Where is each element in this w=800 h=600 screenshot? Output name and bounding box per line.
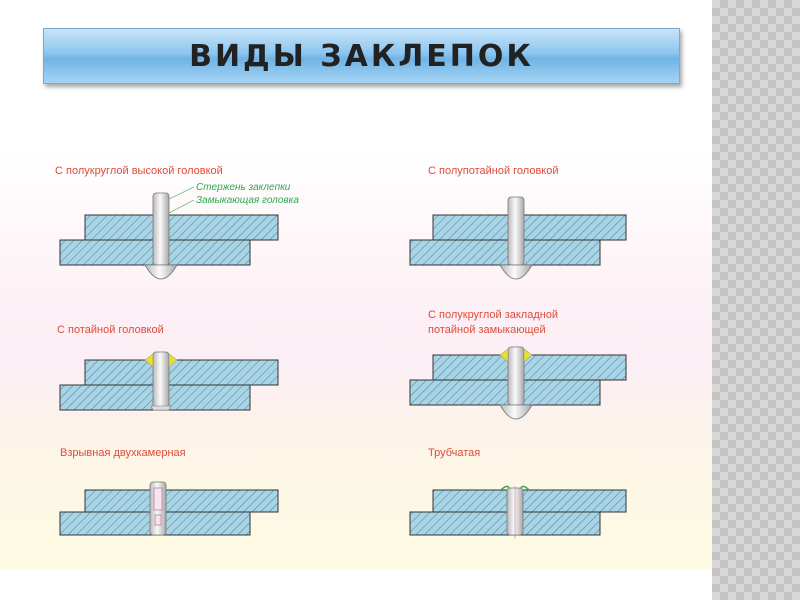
rivet-label: С полукруглой высокой головкой [55, 165, 223, 177]
title-banner: ВИДЫ ЗАКЛЕПОК [43, 28, 680, 84]
rivet-panel-semi-countersunk: С полупотайной головкой [409, 165, 627, 280]
rivet-label: С полупотайной головкой [428, 165, 559, 177]
bottom-plate [409, 511, 601, 536]
rivet-label: С потайной головкой [57, 324, 164, 336]
rivet-shank [152, 192, 170, 266]
explosive-chamber [154, 514, 162, 526]
top-plate [84, 489, 279, 513]
decorative-side-strip [712, 0, 800, 600]
top-plate [84, 359, 279, 386]
rivet-shank [507, 346, 525, 406]
rivet-shank [152, 351, 170, 411]
slide: ВИДЫ ЗАКЛЕПОК С полукруглой высокой голо… [0, 28, 712, 570]
flare [500, 485, 510, 491]
top-plate [432, 489, 627, 513]
bottom-plate [409, 379, 601, 406]
weld-fill [168, 353, 178, 368]
rivet-head [144, 264, 178, 280]
rivet-label: Взрывная двухкамерная [60, 447, 186, 459]
rivet-shank [507, 196, 525, 266]
weld-fill [144, 353, 154, 368]
callout-label: Стержень заклепки [196, 182, 291, 193]
rivet-label: С полукруглой закладной [428, 309, 558, 321]
weld-fill [499, 348, 509, 363]
rivet-label: потайной замыкающей [428, 324, 546, 336]
top-plate [432, 214, 627, 241]
top-plate [84, 214, 279, 241]
top-plate [432, 354, 627, 381]
rivet-panel-tubular: Трубчатая [409, 447, 627, 539]
rivet-head [499, 264, 533, 280]
weld-fill [523, 348, 533, 363]
rivet-label: Трубчатая [428, 447, 480, 459]
callout-leader [168, 186, 195, 200]
explosive-chamber [153, 487, 163, 511]
rivet-panel-countersunk: С потайной головкой [57, 324, 279, 411]
rivet-head [499, 404, 533, 420]
callout-leader [168, 199, 195, 214]
rivet-head [150, 405, 172, 411]
callout-label: Замыкающая головка [196, 195, 299, 206]
slide-title: ВИДЫ ЗАКЛЕПОК [189, 38, 534, 74]
flare [520, 485, 530, 491]
bottom-plate [409, 239, 601, 266]
rivet-panel-explosive: Взрывная двухкамерная [59, 447, 279, 536]
rivet-panel-round-countersunk-closing: С полукруглой закладной потайной замыкающ… [409, 309, 627, 420]
